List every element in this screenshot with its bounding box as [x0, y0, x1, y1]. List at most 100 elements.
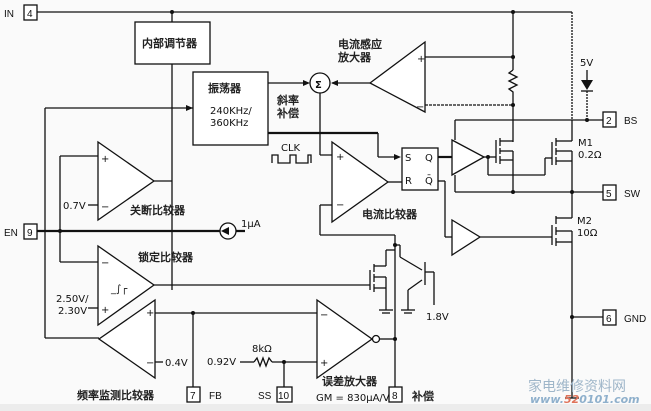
plus-sign: + [101, 154, 109, 165]
low-side-driver [451, 218, 482, 257]
pin-num-7: 7 [190, 391, 196, 402]
oscillator-freq1: 240KHz/ [210, 106, 252, 117]
pin-name-bs: BS [624, 116, 638, 127]
pin-box-8 [388, 386, 403, 403]
v5-label: 5V [580, 58, 593, 69]
minus-sign: − [320, 310, 328, 321]
hysteresis-icon: _∫┌ [110, 284, 128, 295]
watermark-url-a: www. [530, 393, 564, 406]
soft-lock-mosfet [369, 249, 395, 314]
r8k-label: 8kΩ [252, 344, 272, 355]
pin-box-7 [186, 386, 201, 403]
pin-num-6: 6 [606, 314, 612, 325]
pin-num-5: 5 [606, 189, 612, 200]
freq-monitor-comparator [97, 298, 156, 380]
slope-comp-label1: 斜率 [276, 93, 299, 107]
pin-name-ss: SS [258, 391, 272, 402]
sr-s: S [405, 153, 411, 164]
arrow-icon [331, 80, 338, 86]
junction-dot [511, 55, 515, 59]
junction-dot [58, 229, 62, 233]
v250-label: 2.50V/ [56, 294, 89, 305]
current-comparator-label: 电流比较器 [362, 207, 418, 221]
pin-name-en: EN [4, 228, 18, 239]
v18-label: 1.8V [426, 312, 449, 323]
pin-name-fb: FB [209, 391, 222, 402]
pin-box-10 [276, 386, 293, 403]
plus-sign: + [101, 305, 109, 316]
plus-sign: + [417, 54, 425, 65]
v230-label: 2.30V [58, 306, 87, 317]
arrow-icon [186, 105, 193, 111]
resistor-8k [253, 356, 273, 368]
clock-waveform-icon [271, 154, 312, 164]
oscillator-block [192, 71, 269, 146]
slope-comp-label2: 补偿 [276, 106, 299, 120]
arrow-icon [394, 154, 401, 160]
diode-icon [581, 80, 593, 90]
current-sense-label2: 放大器 [337, 50, 372, 64]
sense-resistor [507, 69, 519, 105]
minus-sign: − [101, 258, 109, 269]
pin-box-2 [602, 111, 617, 128]
minus-sign: − [416, 102, 424, 113]
minus-sign: − [146, 358, 154, 369]
minus-sign: − [101, 202, 109, 213]
plus-sign: + [146, 308, 154, 319]
watermark-url-c: 0101.com [579, 393, 639, 406]
watermark-title: 家电维修资料网 [528, 378, 626, 395]
minus-sign: − [336, 200, 344, 211]
pin-name-comp: 补偿 [411, 389, 434, 403]
pin-num-8: 8 [392, 391, 398, 402]
m1-mosfet [551, 120, 573, 192]
junction-dot [511, 190, 515, 194]
sr-r: R [405, 176, 412, 187]
oscillator-label: 振荡器 [208, 81, 242, 95]
pin-box-6 [602, 309, 617, 326]
in-pin: IN 4 [4, 4, 38, 21]
pin-name-gnd: GND [624, 314, 646, 325]
lock-comparator [97, 244, 156, 327]
sigma-label: Σ [315, 80, 322, 91]
freq-monitor-label: 频率监测比较器 [77, 388, 155, 402]
error-amp-label: 误差放大器 [322, 374, 378, 388]
current-sense-label1: 电流感应 [338, 37, 382, 51]
junction-dot [393, 337, 397, 341]
sr-qbar: Q̄ [425, 174, 433, 187]
pin-num-9: 9 [27, 228, 33, 239]
internal-regulator-label: 内部调节器 [142, 36, 198, 50]
pin-name-sw: SW [624, 189, 641, 200]
plus-sign: + [320, 358, 328, 369]
m2-label: M2 [577, 216, 592, 227]
error-amplifier [316, 298, 374, 380]
watermark-url-b: 52 [564, 393, 580, 406]
current-sense-amplifier [368, 40, 426, 114]
m1-resistance: 0.2Ω [578, 150, 602, 161]
pin-name-in: IN [4, 9, 14, 20]
pin-num-4: 4 [27, 9, 33, 20]
sr-latch [401, 147, 439, 191]
clk-label: CLK [281, 143, 301, 154]
lock-comparator-label: 锁定比较器 [138, 250, 194, 264]
arrow-icon [221, 227, 229, 235]
high-side-driver [451, 138, 486, 177]
pin-num-2: 2 [606, 116, 612, 127]
m2-resistance: 10Ω [577, 228, 598, 239]
pin-box-5 [602, 184, 617, 201]
m2-mosfet [551, 192, 573, 398]
i1-label: 1μA [241, 219, 261, 230]
sense-mosfet [495, 138, 514, 192]
m1-label: M1 [578, 138, 593, 149]
v092-label: 0.92V [207, 357, 236, 368]
oscillator-freq2: 360KHz [210, 118, 248, 129]
ota-output [371, 334, 381, 344]
watermark-url: www.520101.com [530, 393, 640, 406]
pin-num-10: 10 [278, 391, 290, 402]
v04-label: 0.4V [165, 358, 188, 369]
gm-label: GM = 830μA/V [316, 393, 390, 404]
plus-sign: + [336, 152, 344, 163]
clamp-transistor [399, 245, 435, 314]
shutdown-comparator-label: 关断比较器 [130, 203, 186, 217]
